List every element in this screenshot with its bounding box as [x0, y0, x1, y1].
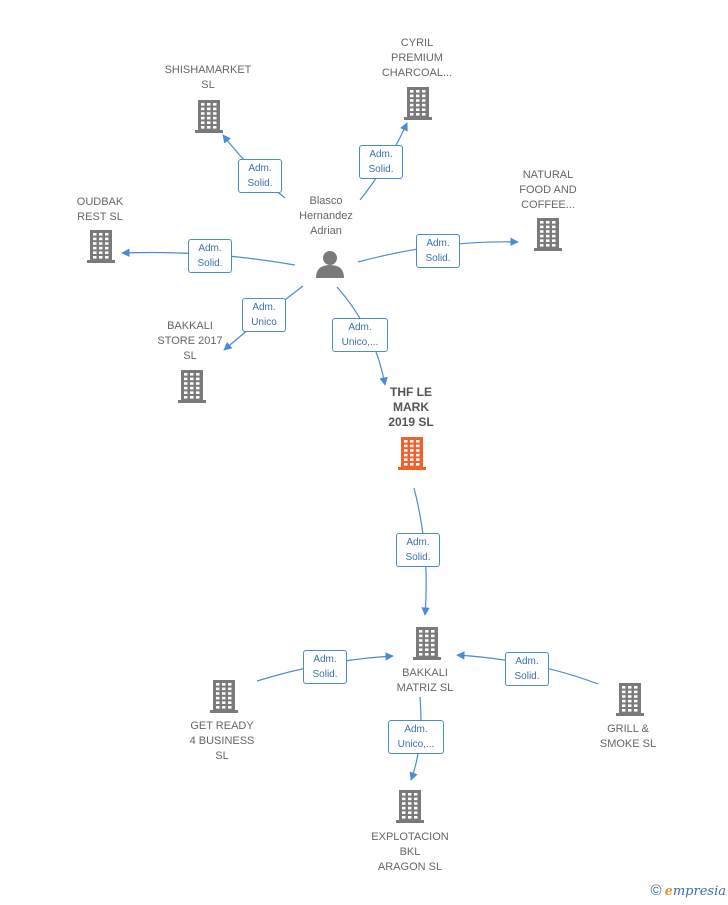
- edge-label-blasco-to-thf[interactable]: Adm. Unico,...: [332, 318, 388, 352]
- building-icon[interactable]: [195, 100, 223, 133]
- edge-label-getready-to-matriz[interactable]: Adm. Solid.: [303, 650, 347, 684]
- edge-label-blasco-to-bakkali2017[interactable]: Adm. Unico: [242, 298, 286, 332]
- edge-label-grill-to-matriz[interactable]: Adm. Solid.: [505, 652, 549, 686]
- building-icon[interactable]: [413, 627, 441, 660]
- edge-label-blasco-to-natural[interactable]: Adm. Solid.: [416, 234, 460, 268]
- node-label-cyril[interactable]: CYRIL PREMIUM CHARCOAL...: [381, 37, 453, 79]
- footer-brand: ©empresia: [651, 882, 726, 899]
- node-label-blasco[interactable]: Blasco Hernandez Adrian: [299, 195, 353, 237]
- edge-label-blasco-to-oudbak[interactable]: Adm. Solid.: [188, 239, 232, 273]
- building-icon[interactable]: [178, 370, 206, 403]
- edge-label-matriz-to-explotacion[interactable]: Adm. Unico,...: [388, 720, 444, 754]
- node-label-shishamarket[interactable]: SHISHAMARKET SL: [164, 64, 252, 91]
- building-icon[interactable]: [87, 230, 115, 263]
- building-icon[interactable]: [398, 437, 426, 470]
- edge-label-blasco-to-cyril[interactable]: Adm. Solid.: [359, 145, 403, 179]
- node-label-explotacion[interactable]: EXPLOTACION BKL ARAGON SL: [371, 831, 449, 873]
- building-icon[interactable]: [404, 87, 432, 120]
- node-label-bakkali2017[interactable]: BAKKALI STORE 2017 SL: [157, 320, 223, 362]
- building-icon[interactable]: [534, 218, 562, 251]
- node-label-oudbak[interactable]: OUDBAK REST SL: [76, 196, 124, 223]
- edge-label-thf-to-matriz[interactable]: Adm. Solid.: [396, 533, 440, 567]
- node-label-natural[interactable]: NATURAL FOOD AND COFFEE...: [519, 169, 577, 211]
- building-icon[interactable]: [616, 683, 644, 716]
- building-icon[interactable]: [396, 790, 424, 823]
- node-label-matriz[interactable]: BAKKALI MATRIZ SL: [396, 667, 454, 694]
- person-icon[interactable]: [316, 251, 344, 278]
- brand-logo: empresia: [664, 884, 726, 899]
- edge-label-blasco-to-shishamarket[interactable]: Adm. Solid.: [238, 159, 282, 193]
- building-icon[interactable]: [210, 680, 238, 713]
- node-label-thf[interactable]: THF LE MARK 2019 SL: [388, 385, 434, 429]
- node-label-grill[interactable]: GRILL & SMOKE SL: [599, 723, 657, 750]
- node-label-getready[interactable]: GET READY 4 BUSINESS SL: [189, 720, 255, 762]
- copyright-icon: ©: [650, 882, 662, 899]
